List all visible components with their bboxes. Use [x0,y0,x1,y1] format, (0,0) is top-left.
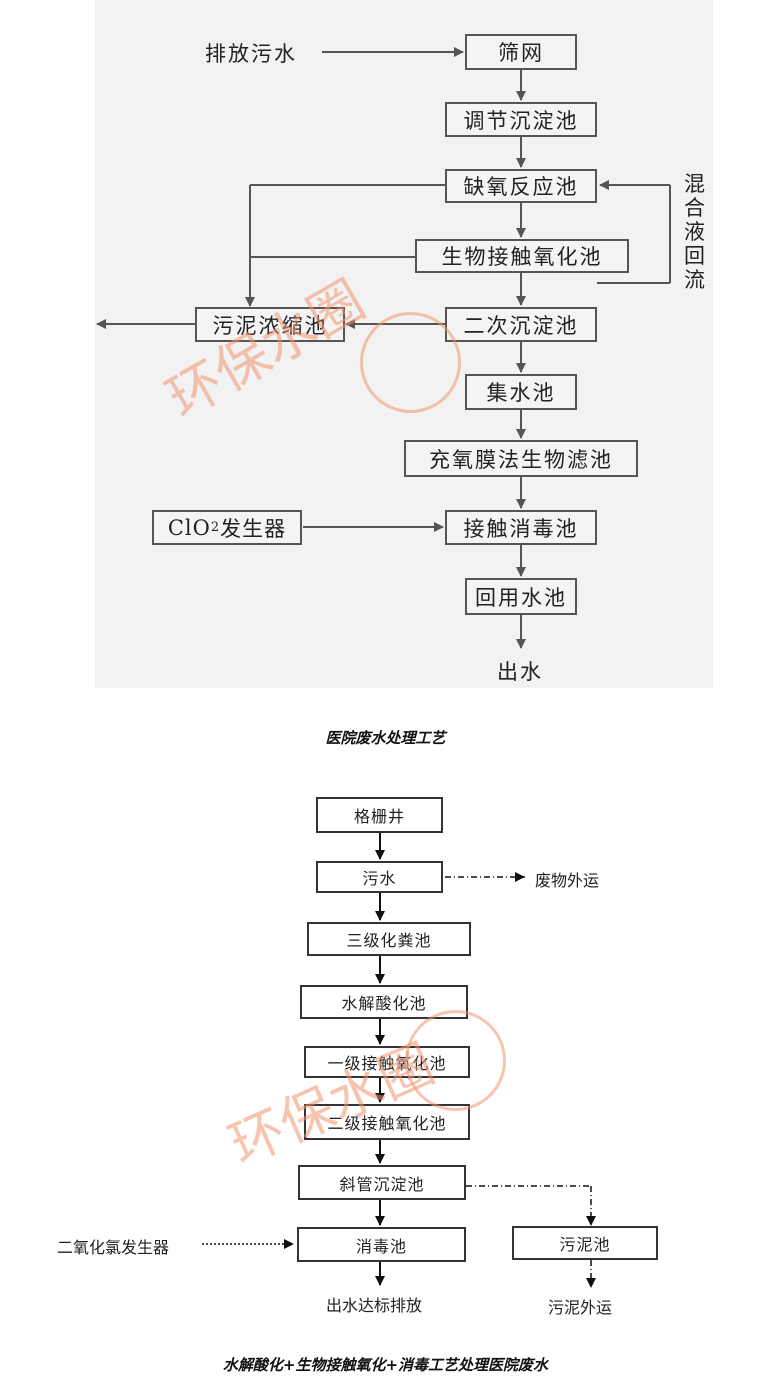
box-sewage: 污水 [316,861,443,893]
watermark-ring-2 [405,1010,506,1111]
box-contact-oxidation: 生物接触氧化池 [415,239,629,273]
box-anoxic-tank: 缺氧反应池 [445,169,597,203]
sludge-out-label: 污泥外运 [548,1298,613,1317]
box-secondary-settling: 二次沉淀池 [445,307,597,342]
input-label: 排放污水 [205,42,297,66]
caption-diagram1: 医院废水处理工艺 [325,729,446,747]
box-hydrolysis-tank: 水解酸化池 [300,985,468,1019]
clo2-subscript: 2 [210,520,221,535]
box-sludge-tank: 污泥池 [512,1226,658,1260]
box-screen: 筛网 [465,34,577,70]
waste-out-label: 废物外运 [535,871,600,890]
output-label: 出水 [497,660,543,684]
box-contact-oxidation-2: 二级接触氧化池 [304,1104,470,1140]
box-grid-well: 格栅井 [316,797,443,833]
box-tube-settler: 斜管沉淀池 [298,1165,466,1200]
box-adjust-tank: 调节沉淀池 [445,102,597,137]
clo2-suffix: 发生器 [220,516,287,541]
box-collection-tank: 集水池 [465,374,577,410]
box-contact-disinfection: 接触消毒池 [445,510,597,545]
box-septic-tank: 三级化粪池 [307,922,471,956]
chlorine-generator-label: 二氧化氯发生器 [57,1238,170,1257]
watermark-ring [360,312,461,413]
box-disinfection-tank: 消毒池 [297,1227,466,1262]
clo2-prefix: ClO [167,515,211,540]
effluent-label: 出水达标排放 [326,1296,423,1315]
recycle-label: 混合液回流 [684,172,705,292]
box-biofilter: 充氧膜法生物滤池 [404,440,638,477]
box-sludge-thickener: 污泥浓缩池 [195,307,345,342]
box-reuse-tank: 回用水池 [465,578,577,615]
caption-diagram2: 水解酸化+生物接触氧化+消毒工艺处理医院废水 [222,1356,549,1374]
